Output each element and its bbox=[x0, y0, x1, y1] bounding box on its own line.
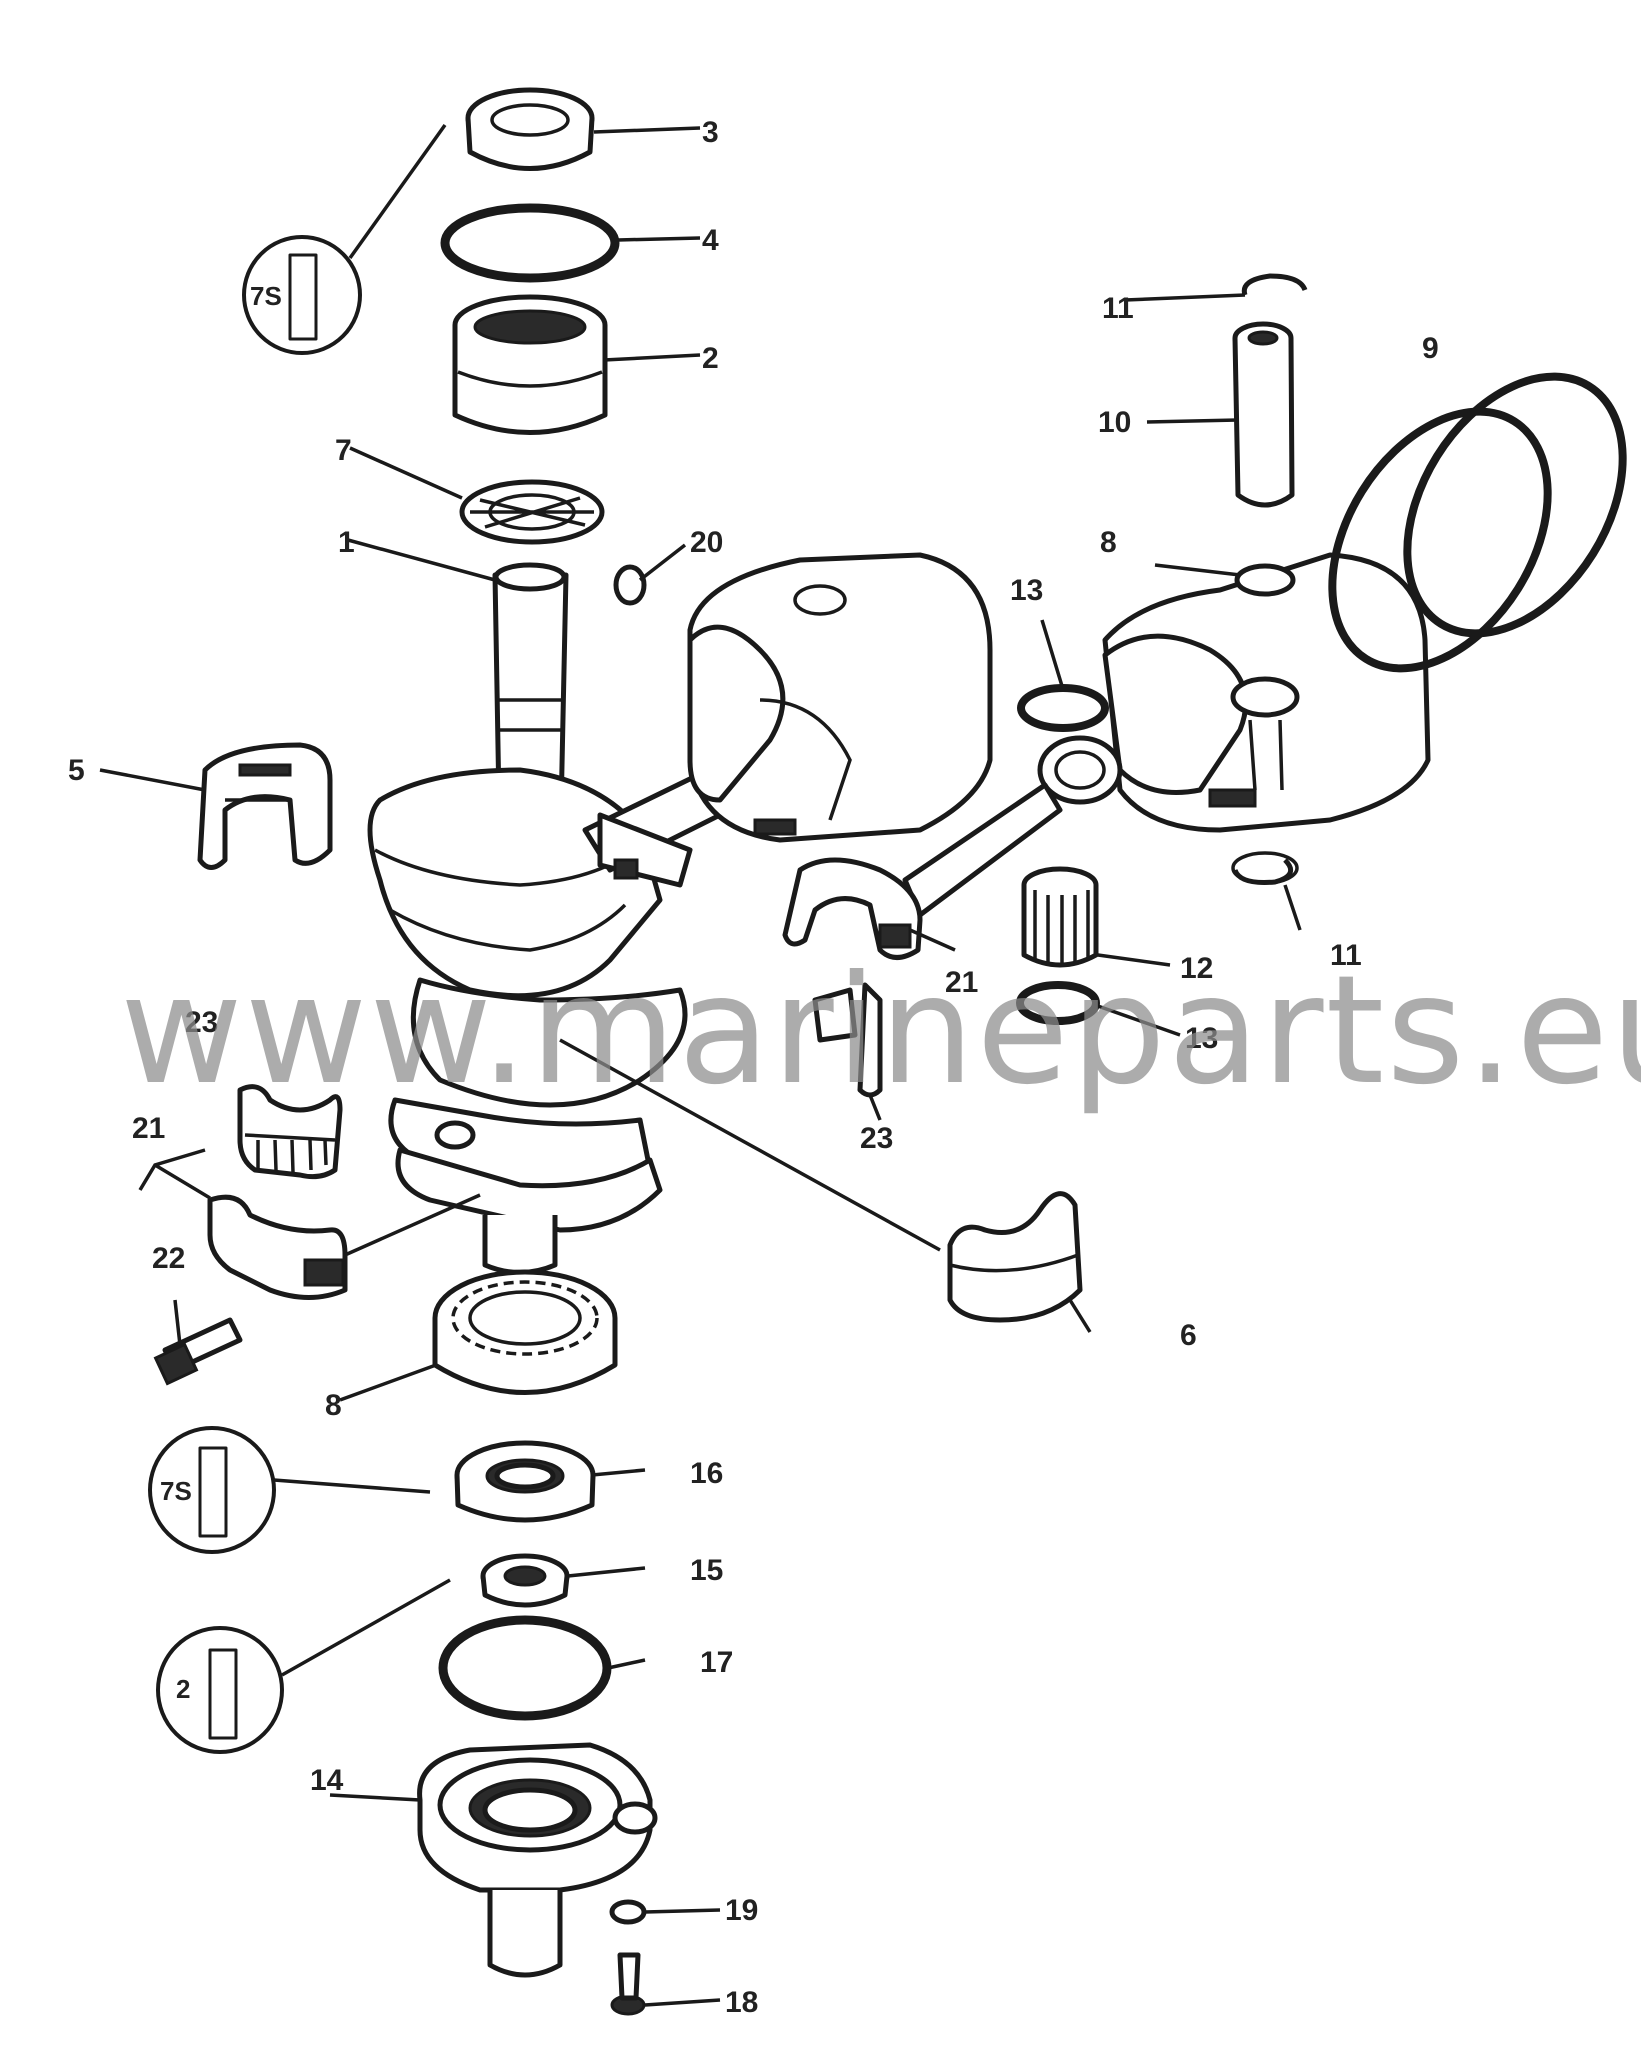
retaining-ring-bottom-part bbox=[1231, 851, 1299, 885]
oil-seal-small-part bbox=[480, 1553, 570, 1608]
ball-bearing-lower-part bbox=[432, 1269, 618, 1395]
leader-lines bbox=[99, 123, 1302, 2007]
callout-20: 20 bbox=[690, 526, 723, 559]
callout-12: 12 bbox=[1180, 952, 1213, 985]
inset-top-label: 7S bbox=[250, 281, 282, 311]
rod-cap-right-part bbox=[812, 982, 883, 1098]
inset-mid-symbol: 7S bbox=[148, 1426, 276, 1554]
crankshaft-part bbox=[367, 562, 688, 1275]
callout-22: 22 bbox=[152, 1242, 185, 1275]
callout-23-left: 23 bbox=[185, 1006, 218, 1039]
callout-11-top: 11 bbox=[1102, 292, 1134, 325]
callout-8-piston: 8 bbox=[1100, 526, 1117, 559]
callout-13-top: 13 bbox=[1010, 574, 1043, 607]
callout-9: 9 bbox=[1422, 332, 1439, 365]
callout-14: 14 bbox=[310, 1764, 344, 1797]
roller-bearing-sleeve-part bbox=[452, 294, 608, 435]
rod-cap-left-part bbox=[207, 1084, 348, 1300]
callout-21-right: 21 bbox=[945, 966, 978, 999]
watermark-text: www.marineparts.eu bbox=[120, 944, 1641, 1118]
inset-mid-label: 7S bbox=[160, 1476, 192, 1506]
rod-bolt-part bbox=[153, 1317, 243, 1386]
callout-7: 7 bbox=[335, 434, 352, 467]
o-ring-part bbox=[440, 203, 620, 283]
callout-4: 4 bbox=[702, 224, 719, 257]
thrust-washer-top-part bbox=[1017, 684, 1109, 732]
callout-21-left: 21 bbox=[132, 1112, 165, 1145]
callout-17: 17 bbox=[700, 1646, 733, 1679]
oil-seal-top-part bbox=[465, 87, 595, 171]
inset-low-symbol: 2 bbox=[156, 1626, 284, 1754]
oil-seal-lower-part bbox=[454, 1440, 596, 1523]
thrust-washer-bottom-part bbox=[1016, 981, 1100, 1025]
piston-rings-part bbox=[1328, 372, 1627, 673]
connecting-rod-right-part bbox=[782, 735, 1123, 960]
piston-pin-part bbox=[1232, 321, 1295, 508]
needle-bearing-part bbox=[1021, 866, 1099, 968]
callout-15: 15 bbox=[690, 1554, 723, 1587]
callout-6: 6 bbox=[1180, 1319, 1197, 1352]
callout-16: 16 bbox=[690, 1457, 723, 1490]
inset-low-label: 2 bbox=[176, 1674, 190, 1704]
main-bearing-half-top-part bbox=[197, 742, 333, 870]
o-ring-large-part bbox=[438, 1615, 612, 1721]
callout-3: 3 bbox=[702, 116, 719, 149]
callout-23-right: 23 bbox=[860, 1122, 893, 1155]
end-cap-housing-part bbox=[417, 1742, 658, 1978]
inset-top-symbol: 7S bbox=[242, 235, 362, 355]
callout-13-bottom: 13 bbox=[1185, 1022, 1218, 1055]
callout-labels: 3 4 2 7 1 20 5 11 10 9 8 13 11 12 21 13 … bbox=[68, 116, 1439, 2019]
callout-19: 19 bbox=[725, 1894, 758, 1927]
cap-screw-part bbox=[610, 1952, 646, 2016]
callout-2: 2 bbox=[702, 342, 719, 375]
callout-1: 1 bbox=[338, 526, 355, 559]
retaining-ring-top-part bbox=[1241, 273, 1308, 296]
callout-18: 18 bbox=[725, 1986, 758, 2019]
piston-upper-part bbox=[687, 552, 993, 843]
callout-11-bottom: 11 bbox=[1330, 939, 1362, 972]
thrust-bearing-part bbox=[459, 479, 605, 545]
piston-right-part bbox=[1102, 552, 1431, 833]
retaining-ring-small-part bbox=[613, 564, 647, 606]
callout-10: 10 bbox=[1098, 406, 1131, 439]
lock-washer-part bbox=[609, 1899, 647, 1925]
callout-8-bearing: 8 bbox=[325, 1389, 342, 1422]
callout-5: 5 bbox=[68, 754, 85, 787]
main-bearing-half-bottom-part bbox=[947, 1191, 1083, 1323]
